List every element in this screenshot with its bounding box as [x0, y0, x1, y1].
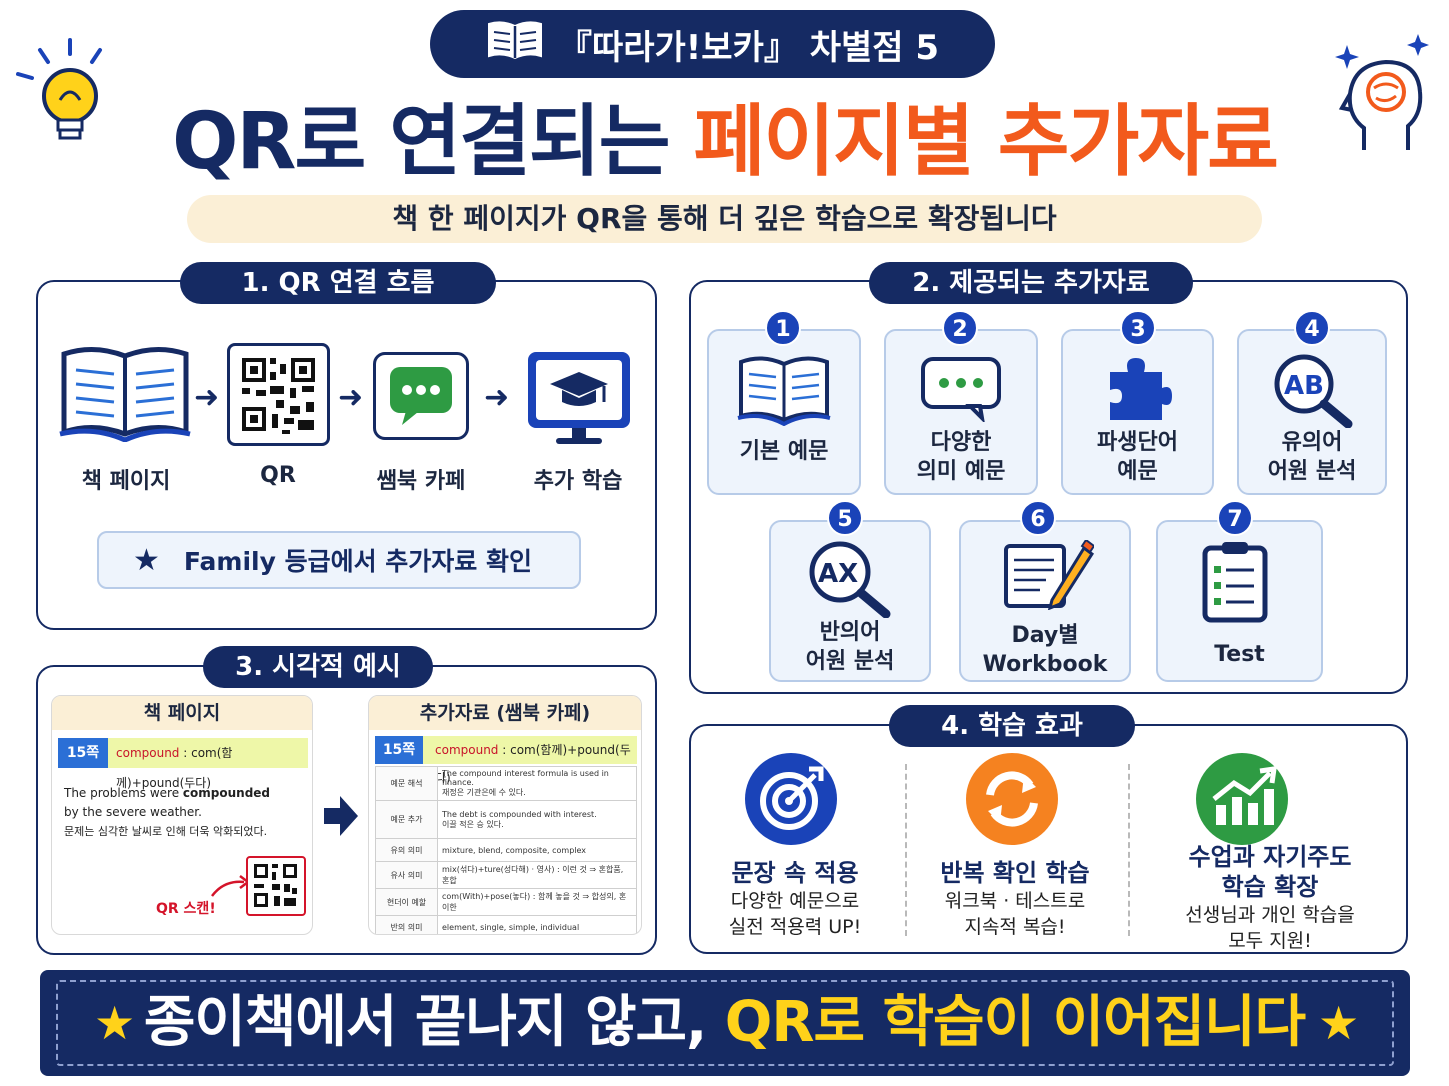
star-icon: ★	[94, 996, 136, 1050]
card-head: 책 페이지	[52, 696, 312, 730]
section2-title: 2. 제공되는 추가자료	[869, 262, 1193, 304]
word-strip: compound : com(함께)+pound(두다)	[423, 736, 637, 785]
banner-dashed-border	[56, 980, 1394, 1066]
section1-title: 1. QR 연결 흐름	[180, 262, 496, 304]
badge-1: 1	[765, 310, 801, 346]
title-part2: 페이지별 추가자료	[693, 97, 1279, 187]
section4-title: 4. 학습 효과	[889, 705, 1135, 747]
badge-6: 6	[1020, 500, 1056, 536]
header-pill-text: 『따라가!보카』 차별점 5	[557, 27, 940, 68]
card-head: 추가자료 (쌤북 카페)	[369, 696, 641, 730]
flow-step-qr: QR	[260, 463, 296, 488]
page-tag: 15쪽	[58, 738, 108, 768]
qr-scan-label: QR 스캔!	[156, 901, 216, 917]
ax-letters: AX	[818, 559, 858, 589]
qr-code-icon	[227, 343, 330, 446]
flow-step-cafe: 쌤북 카페	[376, 469, 466, 494]
big-arrow-icon	[322, 794, 360, 842]
flow-step-study: 추가 학습	[533, 469, 623, 494]
notebook-pencil-icon	[1002, 538, 1096, 614]
book-page-card: 책 페이지 15쪽 compound : com(함께)+pound(두다) T…	[51, 695, 313, 935]
flow-step-book: 책 페이지	[81, 469, 171, 494]
star-icon: ★	[133, 542, 160, 578]
magnifier-ab-icon: AB	[1272, 352, 1356, 432]
tile-label-1: 기본 예문	[739, 439, 829, 464]
section3-title: 3. 시각적 예시	[203, 646, 433, 688]
flow-arrow-icon: ➜	[194, 380, 220, 415]
ab-letters: AB	[1284, 371, 1324, 401]
repeat-icon	[966, 753, 1058, 845]
effect-title-1: 문장 속 적용	[731, 859, 859, 887]
monitor-graduation-icon	[524, 348, 634, 452]
tile-label-7: Test	[1214, 642, 1265, 667]
example-sentence: The problems were compounded by the seve…	[64, 786, 271, 838]
open-book-icon	[58, 346, 192, 446]
header-pill: 『따라가!보카』 차별점 5	[430, 10, 995, 78]
resource-tile-2	[884, 329, 1038, 495]
subtitle: 책 한 페이지가 QR을 통해 더 깊은 학습으로 확장됩니다	[187, 195, 1262, 243]
banner-text: 종이책에서 끝나지 않고, QR로 학습이 이어집니다	[143, 990, 1306, 1055]
book-icon	[486, 20, 544, 69]
page-title: QR로 연결되는 페이지별 추가자료	[0, 92, 1449, 192]
flow-arrow-icon: ➜	[338, 380, 364, 415]
divider	[905, 764, 907, 936]
title-part1: QR로 연결되는	[172, 97, 670, 187]
brain-head-icon	[1330, 30, 1440, 160]
page-tag: 15쪽	[375, 736, 423, 764]
word-strip: compound : com(함께)+pound(두다)	[108, 738, 308, 790]
flow-arrow-icon: ➜	[484, 380, 510, 415]
family-note: ★ Family 등급에서 추가자료 확인	[97, 531, 581, 589]
family-note-text: Family 등급에서 추가자료 확인	[183, 547, 532, 576]
speech-bubble-icon	[920, 356, 1002, 426]
badge-7: 7	[1217, 500, 1253, 536]
bottom-banner	[40, 970, 1410, 1076]
badge-3: 3	[1120, 310, 1156, 346]
scan-arrow-icon	[210, 874, 251, 904]
qr-code-icon	[246, 856, 306, 916]
lightbulb-icon	[14, 34, 114, 154]
target-icon	[745, 753, 837, 845]
badge-4: 4	[1294, 310, 1330, 346]
badge-2: 2	[942, 310, 978, 346]
cafe-material-card: 추가자료 (쌤북 카페) 15쪽 compound : com(함께)+poun…	[368, 695, 642, 935]
star-icon: ★	[1318, 996, 1360, 1050]
chat-bubble-icon	[373, 352, 469, 440]
puzzle-piece-icon	[1106, 354, 1174, 426]
badge-5: 5	[827, 500, 863, 536]
clipboard-checklist-icon	[1202, 540, 1268, 628]
open-book-icon	[736, 356, 832, 430]
magnifier-ax-icon: AX	[806, 538, 894, 622]
effect-title-2: 반복 확인 학습	[940, 859, 1090, 887]
growth-chart-icon	[1196, 753, 1288, 845]
divider	[1128, 764, 1130, 936]
